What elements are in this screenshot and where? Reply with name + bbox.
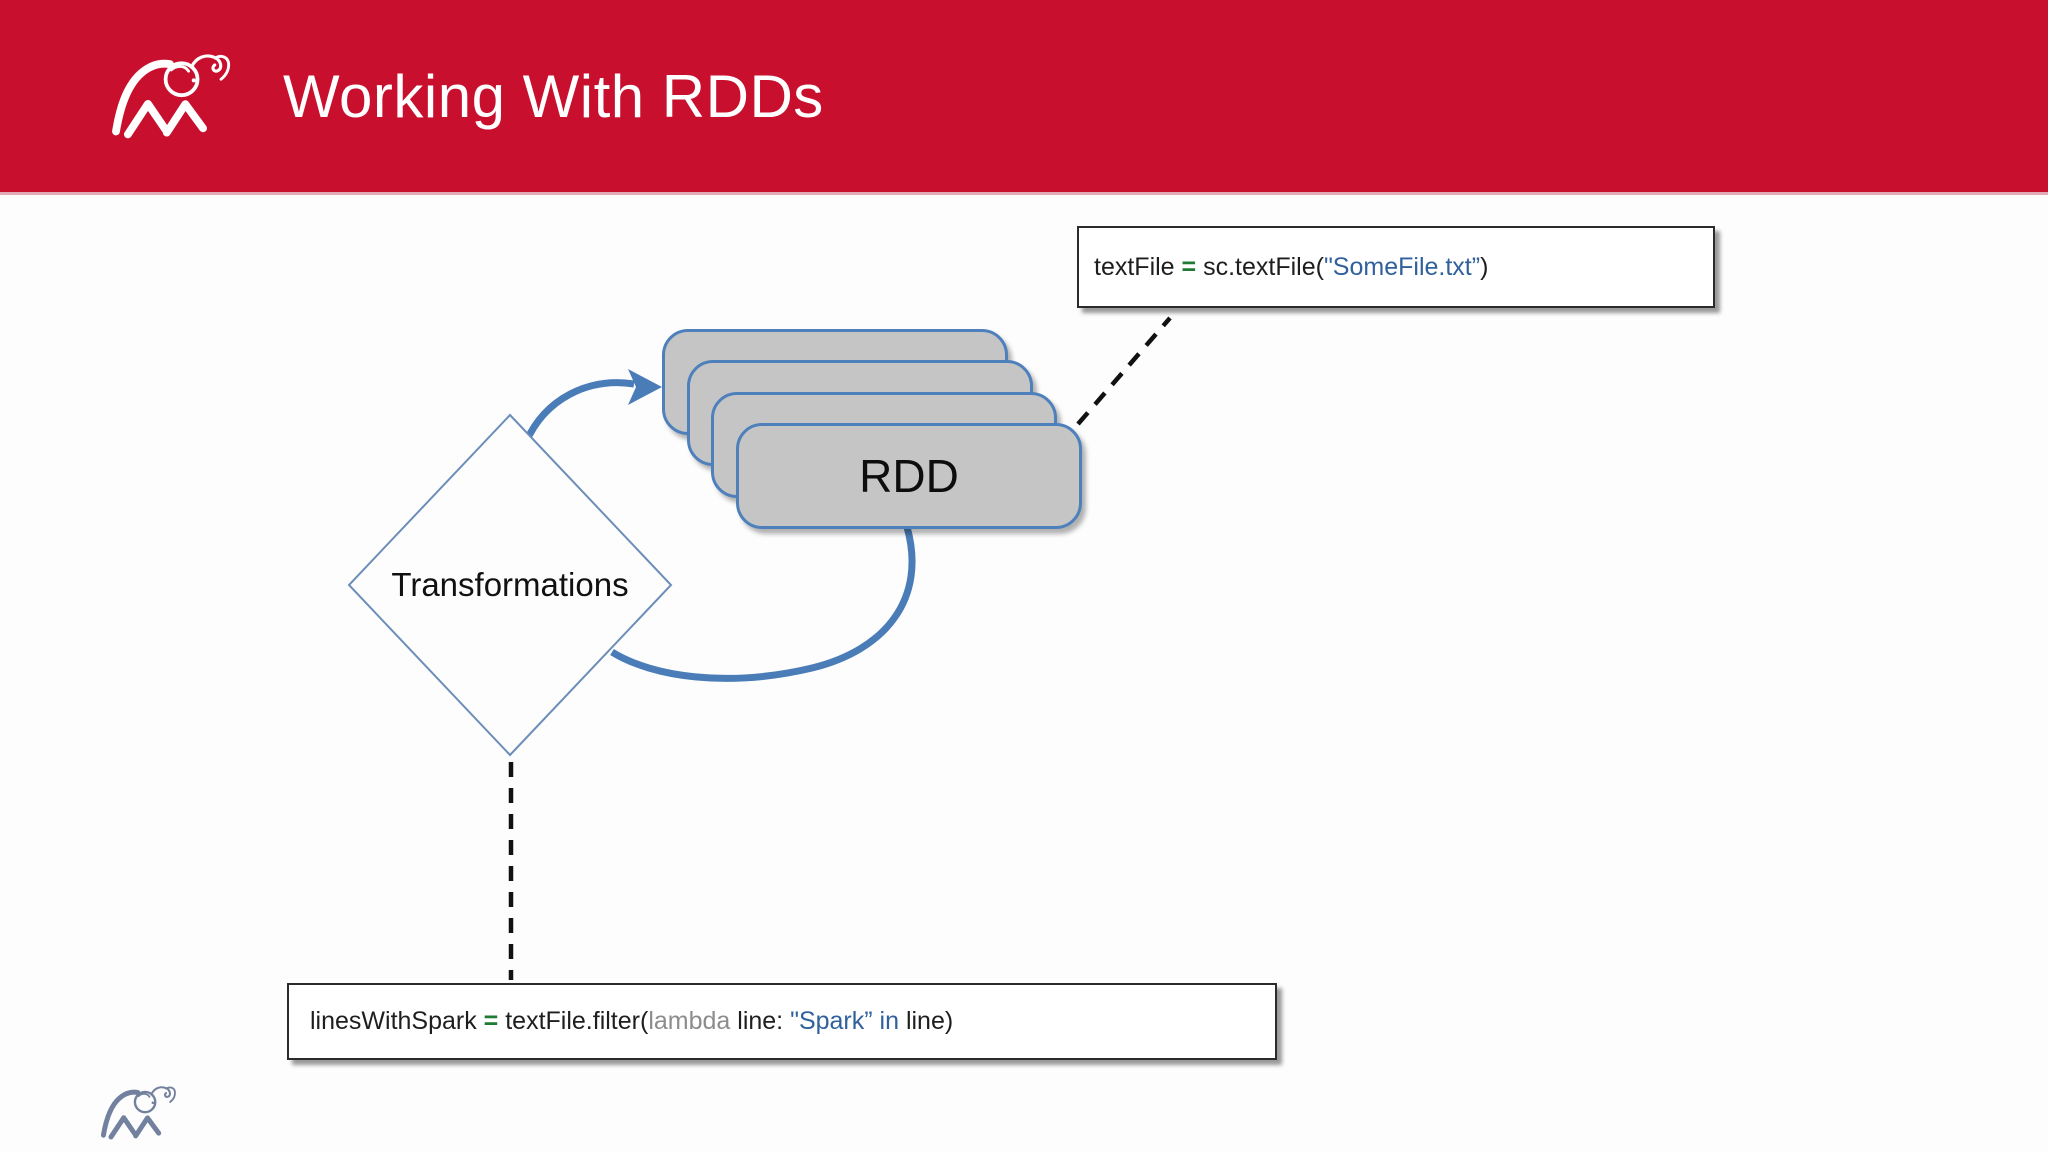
dashed-connector-diagonal	[1076, 316, 1172, 426]
slide-header: Working With RDDs	[0, 0, 2048, 195]
elephant-logo-icon	[98, 42, 246, 151]
code-load-eq: =	[1181, 252, 1197, 281]
code-load-close: )	[1480, 252, 1489, 281]
code-filter-var: linesWithSpark	[310, 1007, 484, 1035]
transformations-label: Transformations	[391, 566, 629, 603]
code-filter-keyword: lambda	[648, 1007, 731, 1035]
code-filter-arg: line:	[730, 1007, 791, 1035]
code-filter-in: in	[872, 1007, 899, 1035]
code-filter-string: "Spark”	[790, 1007, 873, 1035]
code-filter-call: textFile.filter(	[498, 1007, 649, 1035]
code-load-string: "SomeFile.txt”	[1323, 252, 1481, 281]
code-filter-close: line)	[899, 1007, 954, 1035]
code-box-load: textFile = sc.textFile("SomeFile.txt”)	[1077, 226, 1715, 308]
code-load-var: textFile	[1094, 252, 1182, 281]
rdd-stack-box-front: RDD	[736, 423, 1082, 529]
slide-title: Working With RDDs	[283, 62, 824, 130]
code-filter-eq: =	[483, 1007, 499, 1035]
code-box-filter: linesWithSpark = textFile.filter(lambda …	[287, 983, 1277, 1060]
arrowhead-icon	[628, 369, 662, 405]
elephant-logo-footer-icon	[92, 1078, 186, 1148]
code-load-call: sc.textFile(	[1196, 252, 1324, 281]
rdd-label: RDD	[859, 450, 959, 502]
